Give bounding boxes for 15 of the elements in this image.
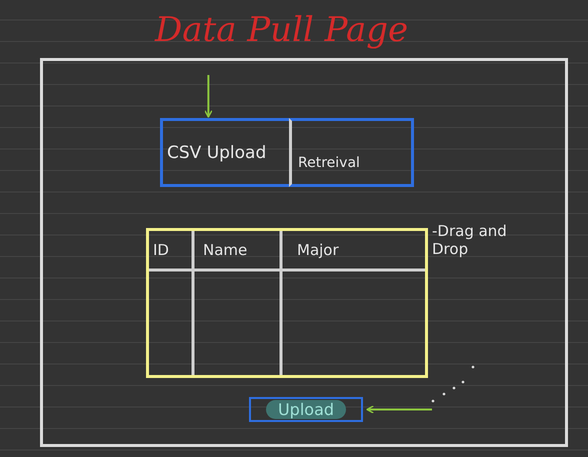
retrieval-option-box [289, 118, 414, 187]
arrow [204, 75, 213, 118]
upload-label: Upload [266, 400, 346, 419]
upload-option-box [160, 118, 289, 187]
column-header: ID [153, 241, 169, 259]
upload-button [249, 397, 363, 422]
page-frame [40, 58, 568, 447]
page-title: Data Pull Page [155, 10, 408, 50]
option-label: CSV Upload [167, 143, 266, 163]
arrow [366, 405, 432, 414]
data-table [146, 228, 428, 378]
column-header: Name [203, 241, 248, 259]
column-header: Major [297, 241, 339, 259]
option-label: Retreival [298, 155, 360, 171]
note-text: -Drag and Drop [432, 222, 508, 258]
